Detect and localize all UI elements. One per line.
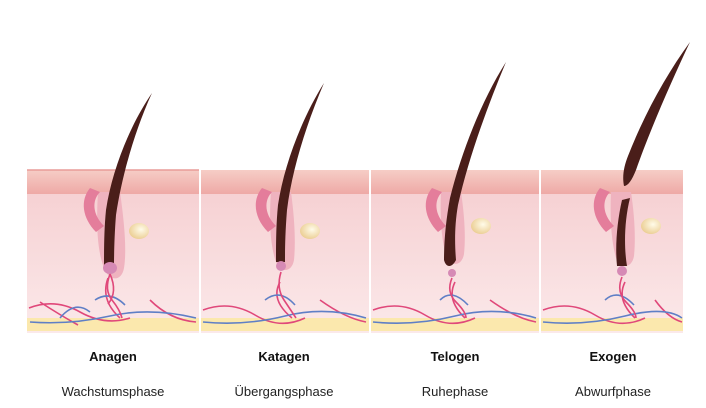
sebaceous-gland <box>471 218 491 234</box>
epidermis-layer <box>541 170 683 194</box>
sebaceous-gland <box>641 218 661 234</box>
fat-layer <box>371 318 539 331</box>
hair-bulb <box>276 261 286 271</box>
fat-layer <box>201 318 369 331</box>
sebaceous-gland <box>300 223 320 239</box>
panel-exogen <box>541 42 690 333</box>
panel-telogen <box>371 62 539 333</box>
phase-subtitle-katagen: Übergangsphase <box>199 384 369 399</box>
hair-bulb <box>103 262 117 274</box>
panel-katagen <box>201 83 369 333</box>
phase-title-exogen: Exogen <box>528 349 698 364</box>
phase-title-telogen: Telogen <box>370 349 540 364</box>
hair-bulb <box>617 266 627 276</box>
hair-bulb <box>448 269 456 277</box>
panel-anagen <box>27 93 199 333</box>
fat-layer <box>541 318 683 331</box>
shedding-hair-shaft <box>623 42 690 186</box>
phase-subtitle-exogen: Abwurfphase <box>528 384 698 399</box>
phase-title-anagen: Anagen <box>28 349 198 364</box>
fat-layer <box>27 318 199 331</box>
phase-subtitle-telogen: Ruhephase <box>370 384 540 399</box>
phase-subtitle-anagen: Wachstumsphase <box>28 384 198 399</box>
sebaceous-gland <box>129 223 149 239</box>
phase-title-katagen: Katagen <box>199 349 369 364</box>
